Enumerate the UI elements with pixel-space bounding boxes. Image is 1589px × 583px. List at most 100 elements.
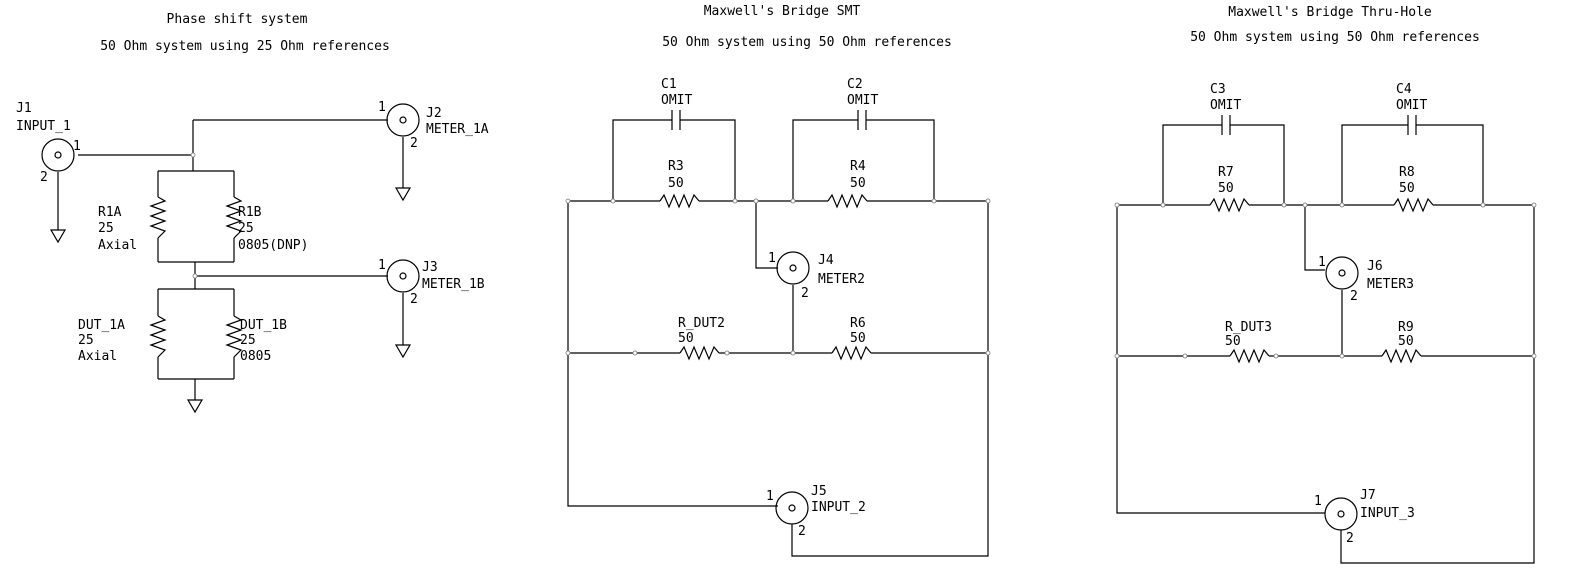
capacitor-ref-c1: C1 — [661, 77, 677, 92]
resistor-ref-r4: R4 — [850, 159, 866, 174]
connector-value-j4: METER2 — [818, 272, 865, 287]
connector-ref-j5: J5 — [811, 484, 827, 499]
connector-pin2-j1: 2 — [40, 170, 48, 185]
resistor-ref-dut1b: DUT_1B — [240, 318, 287, 333]
resistor-icon — [1229, 348, 1270, 364]
resistor-icon — [225, 196, 243, 239]
connector-pin1-j7: 1 — [1314, 494, 1322, 509]
connector-icon — [775, 491, 809, 525]
resistor-ref-rdut2: R_DUT2 — [678, 316, 725, 331]
connector-ref-j6: J6 — [1367, 259, 1383, 274]
section-title-maxwell-smt: Maxwell's Bridge SMT — [704, 4, 861, 19]
capacitor-icon — [1221, 115, 1231, 135]
wires-phase-shift — [57, 119, 404, 400]
resistor-ref-r6: R6 — [850, 316, 866, 331]
section-title-maxwell-thru-hole: Maxwell's Bridge Thru-Hole — [1228, 5, 1432, 20]
ground-icon — [49, 229, 67, 244]
connector-pin2-j6: 2 — [1350, 289, 1358, 304]
resistor-icon — [1381, 348, 1422, 364]
resistor-ref-r1b: R1B — [238, 205, 262, 220]
resistor-package-dut1b: 0805 — [240, 349, 271, 364]
resistor-value-r7: 50 — [1218, 181, 1234, 196]
connector-icon — [386, 103, 420, 137]
resistor-value-r1a: 25 — [98, 221, 114, 236]
connector-value-j2: METER_1A — [426, 122, 489, 137]
capacitor-ref-c3: C3 — [1210, 82, 1226, 97]
connector-pin1-j6: 1 — [1318, 255, 1326, 270]
ground-icon — [394, 344, 412, 359]
capacitor-icon — [857, 110, 867, 130]
connector-pin2-j5: 2 — [798, 524, 806, 539]
connector-icon — [776, 251, 810, 285]
capacitor-icon — [671, 110, 681, 130]
connector-pin1-j4: 1 — [768, 251, 776, 266]
connector-pin1-j3: 1 — [378, 258, 386, 273]
connector-value-j1: INPUT_1 — [16, 119, 71, 134]
capacitor-icon — [1407, 115, 1417, 135]
resistor-icon — [831, 345, 872, 361]
connector-ref-j2: J2 — [426, 106, 442, 121]
connector-icon — [386, 259, 420, 293]
connector-value-j6: METER3 — [1367, 277, 1414, 292]
junctions-phase-shift — [190, 152, 198, 279]
connector-ref-j1: J1 — [16, 101, 32, 116]
connector-pin2-j7: 2 — [1346, 531, 1354, 546]
resistor-icon — [679, 345, 720, 361]
junctions-maxwell-thru-hole — [1114, 202, 1537, 359]
resistor-package-r1b: 0805(DNP) — [238, 238, 308, 253]
resistor-icon — [149, 315, 167, 358]
resistor-ref-r3: R3 — [668, 159, 684, 174]
connector-pin1-j5: 1 — [766, 489, 774, 504]
capacitor-value-c1: OMIT — [661, 93, 692, 108]
section-subtitle-phase-shift: 50 Ohm system using 25 Ohm references — [100, 39, 390, 54]
section-title-phase-shift: Phase shift system — [167, 12, 308, 27]
connector-value-j7: INPUT_3 — [1360, 506, 1415, 521]
connector-value-j5: INPUT_2 — [811, 500, 866, 515]
resistor-package-dut1a: Axial — [78, 349, 117, 364]
resistor-ref-r8: R8 — [1399, 165, 1415, 180]
resistor-ref-dut1a: DUT_1A — [78, 318, 125, 333]
resistor-icon — [225, 315, 243, 358]
resistor-value-dut1a: 25 — [78, 333, 94, 348]
resistor-value-rdut2: 50 — [678, 331, 694, 346]
connector-pin2-j4: 2 — [801, 286, 809, 301]
resistor-ref-r9: R9 — [1398, 320, 1414, 335]
capacitor-ref-c4: C4 — [1396, 82, 1412, 97]
wires-maxwell-thru-hole — [1116, 124, 1535, 564]
section-subtitle-maxwell-thru-hole: 50 Ohm system using 50 Ohm references — [1190, 30, 1480, 45]
connector-ref-j4: J4 — [818, 253, 834, 268]
connector-value-j3: METER_1B — [422, 277, 485, 292]
resistor-value-rdut3: 50 — [1225, 334, 1241, 349]
connector-icon — [41, 138, 75, 172]
resistor-ref-rdut3: R_DUT3 — [1225, 320, 1272, 335]
resistor-icon — [1209, 197, 1250, 213]
resistor-icon — [659, 193, 700, 209]
connector-pin2-j2: 2 — [410, 136, 418, 151]
section-subtitle-maxwell-smt: 50 Ohm system using 50 Ohm references — [662, 35, 952, 50]
resistor-icon — [149, 196, 167, 239]
ground-icon — [394, 187, 412, 202]
resistor-value-r9: 50 — [1398, 334, 1414, 349]
resistor-value-r6: 50 — [850, 331, 866, 346]
resistor-value-r4: 50 — [850, 176, 866, 191]
capacitor-ref-c2: C2 — [847, 77, 863, 92]
connector-pin1-j2: 1 — [378, 100, 386, 115]
ground-icon — [186, 399, 204, 414]
resistor-package-r1a: Axial — [98, 238, 137, 253]
resistor-icon — [1393, 197, 1434, 213]
resistor-value-dut1b: 25 — [240, 333, 256, 348]
capacitor-value-c4: OMIT — [1396, 98, 1427, 113]
connector-ref-j7: J7 — [1360, 488, 1376, 503]
capacitor-value-c2: OMIT — [847, 93, 878, 108]
resistor-value-r3: 50 — [668, 176, 684, 191]
wires-maxwell-smt — [567, 119, 989, 557]
connector-icon — [1325, 256, 1359, 290]
connector-pin2-j3: 2 — [410, 292, 418, 307]
connector-icon — [1324, 497, 1358, 531]
junctions-maxwell-smt — [565, 198, 991, 356]
capacitor-value-c3: OMIT — [1210, 98, 1241, 113]
connector-pin1-j1: 1 — [73, 139, 81, 154]
resistor-value-r1b: 25 — [238, 221, 254, 236]
resistor-value-r8: 50 — [1399, 181, 1415, 196]
